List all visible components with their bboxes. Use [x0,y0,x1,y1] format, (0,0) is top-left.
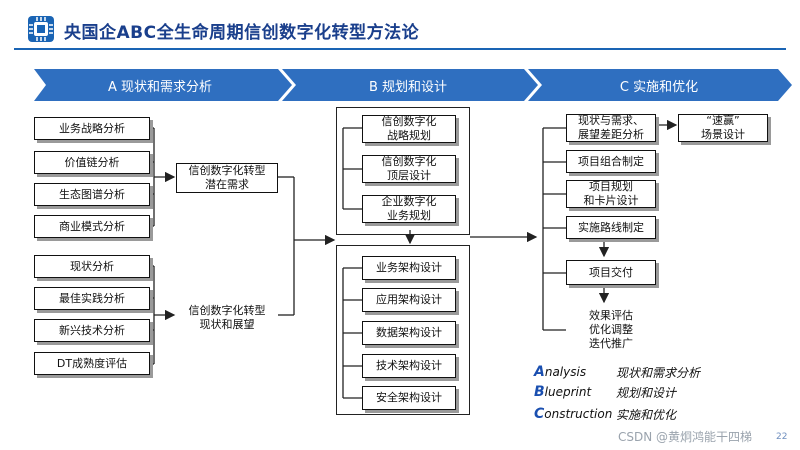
analysis-box-dt-maturity: DT成熟度评估 [34,352,150,375]
box-roadmap: 实施路线制定 [566,216,656,239]
architecture-group-frame [336,245,470,415]
box-application-architecture: 应用架构设计 [362,288,456,312]
analysis-box-best-practice: 最佳实践分析 [34,287,150,310]
box-project-planning: 项目规划 和卡片设计 [566,180,656,208]
phase-a-chevron [34,69,292,101]
potential-needs-box: 信创数字化转型 潜在需求 [176,163,278,193]
analysis-box-business-model: 商业模式分析 [34,215,150,238]
legend-construction: Construction 实施和优化 [534,406,677,422]
phase-b-label: B 规划和设计 [368,79,448,95]
box-data-architecture: 数据架构设计 [362,321,456,345]
analysis-box-business-strategy: 业务战略分析 [34,117,150,140]
box-strategy-planning: 信创数字化 战略规划 [362,115,456,143]
strategy-group-frame [336,107,470,235]
analysis-box-value-chain: 价值链分析 [34,151,150,174]
title-divider [14,48,786,50]
box-quick-win: “速赢” 场景设计 [678,114,768,142]
phase-c-chevron [528,69,792,101]
chip-logo-icon [28,16,54,42]
watermark-text: CSDN @黄炯鸿能干四梯 [618,430,753,444]
eval-optimize-label: 效果评估 优化调整 迭代推广 [589,309,633,350]
box-security-architecture: 安全架构设计 [362,386,456,410]
analysis-box-ecosystem: 生态图谱分析 [34,183,150,206]
phase-b-chevron [282,69,538,101]
status-outlook-label: 信创数字化转型 现状和展望 [188,304,266,331]
page-title: 央国企ABC全生命周期信创数字化转型方法论 [64,23,420,43]
analysis-box-emerging-tech: 新兴技术分析 [34,319,150,342]
legend-blueprint: Blueprint 规划和设计 [534,384,677,400]
box-technology-architecture: 技术架构设计 [362,354,456,378]
box-top-level-design: 信创数字化 顶层设计 [362,155,456,183]
analysis-box-current-state: 现状分析 [34,255,150,278]
box-portfolio: 项目组合制定 [566,150,656,173]
legend-analysis: Analysis 现状和需求分析 [534,364,701,380]
phase-a-label: A 现状和需求分析 [107,79,213,95]
phase-c-label: C 实施和优化 [619,79,699,95]
page-number: 22 [776,432,788,442]
box-business-planning: 企业数字化 业务规划 [362,195,456,223]
box-business-architecture: 业务架构设计 [362,256,456,280]
box-delivery: 项目交付 [566,260,656,285]
box-gap-analysis: 现状与需求、 展望差距分析 [566,114,656,142]
